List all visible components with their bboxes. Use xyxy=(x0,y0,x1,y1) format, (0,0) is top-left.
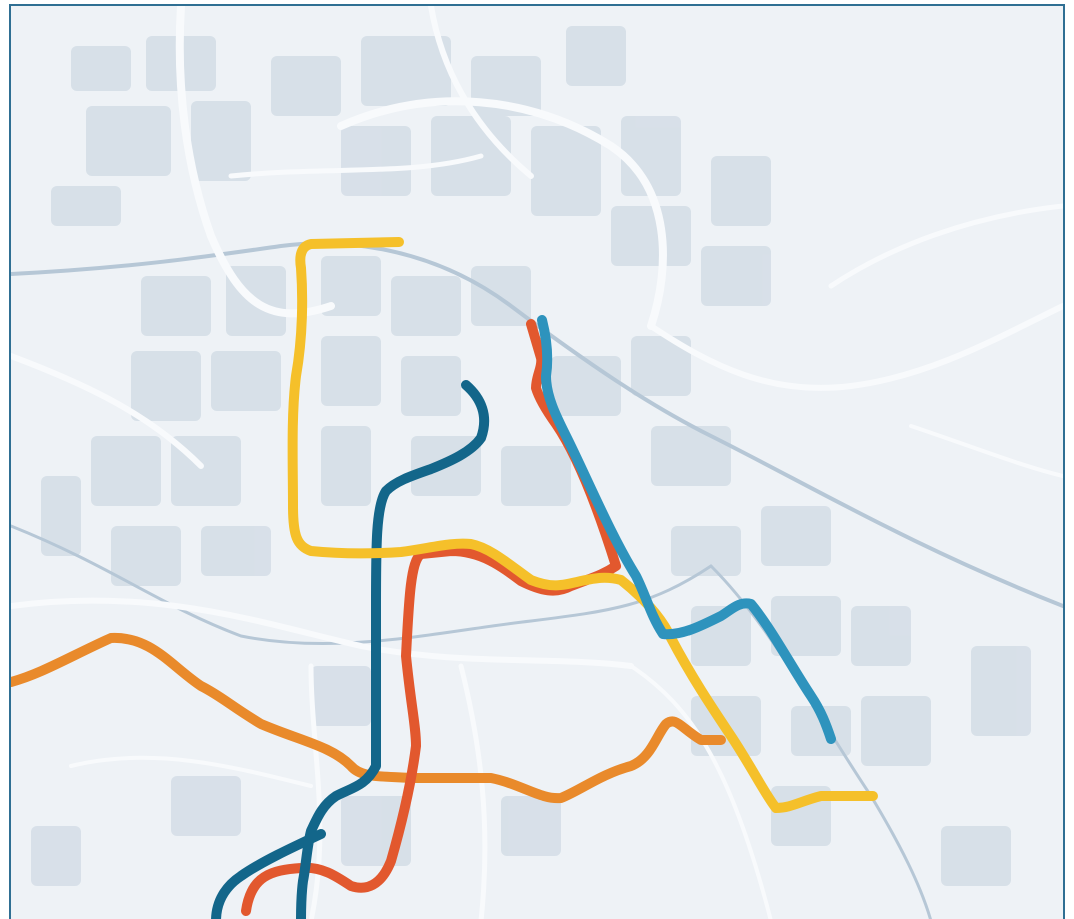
basemap-roads xyxy=(11,6,1063,919)
transit-map[interactable] xyxy=(11,6,1063,919)
transit-line-light-blue[interactable] xyxy=(537,315,836,744)
transit-line-dark-blue[interactable] xyxy=(296,380,490,919)
transit-line-orange[interactable] xyxy=(11,632,726,804)
basemap-rail xyxy=(11,241,1063,919)
basemap-blocks xyxy=(31,26,1031,886)
map-frame xyxy=(9,4,1065,919)
transit-line-yellow[interactable] xyxy=(287,237,878,813)
transit-line-dark-blue-branch[interactable] xyxy=(211,829,326,919)
